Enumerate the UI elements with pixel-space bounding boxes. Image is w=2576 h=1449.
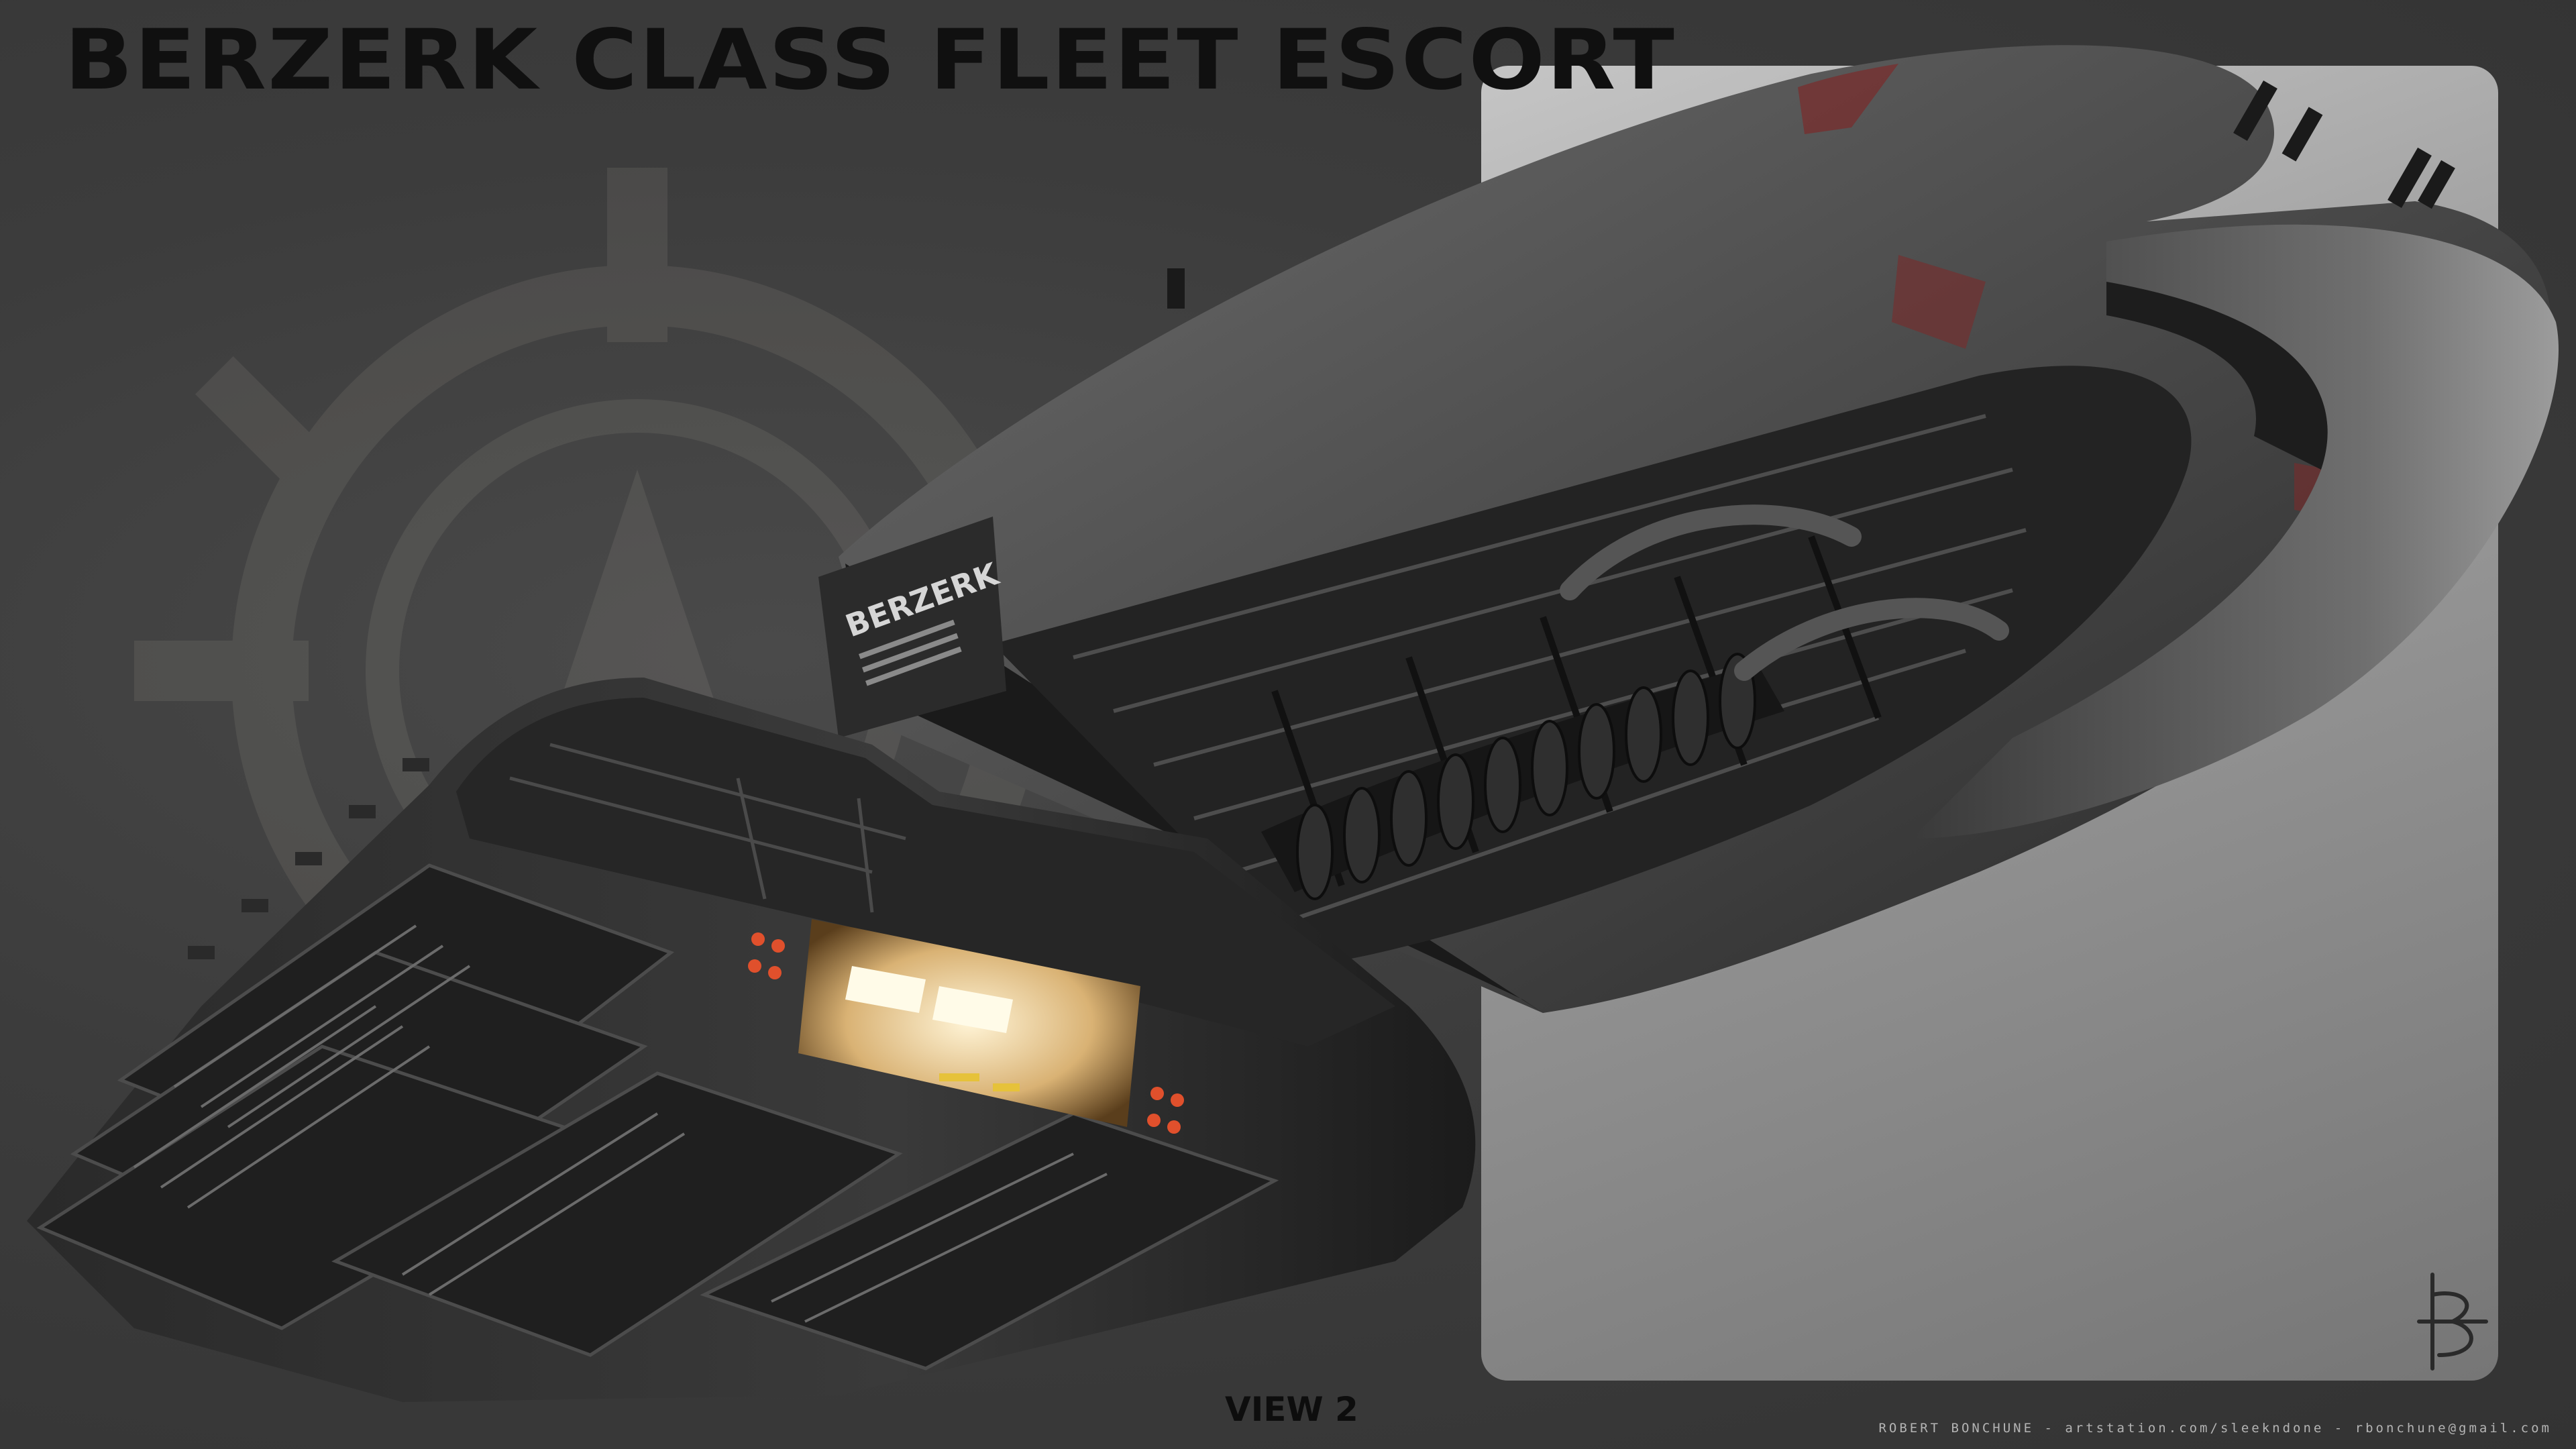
hull-nameplate: BERZERK — [818, 517, 1006, 738]
page-title: BERZERK CLASS FLEET ESCORT — [64, 12, 1676, 109]
artist-credit: ROBERT BONCHUNE - artstation.com/sleeknd… — [1878, 1421, 2552, 1436]
hull-antennae — [1167, 80, 2455, 309]
hangar-bay — [748, 919, 1184, 1134]
view-label: VIEW 2 — [1225, 1390, 1358, 1429]
right-wing — [1912, 224, 2559, 839]
lower-hull — [27, 678, 1476, 1402]
artist-signature-icon — [2417, 1273, 2488, 1371]
ribbed-spine — [1261, 504, 2009, 900]
